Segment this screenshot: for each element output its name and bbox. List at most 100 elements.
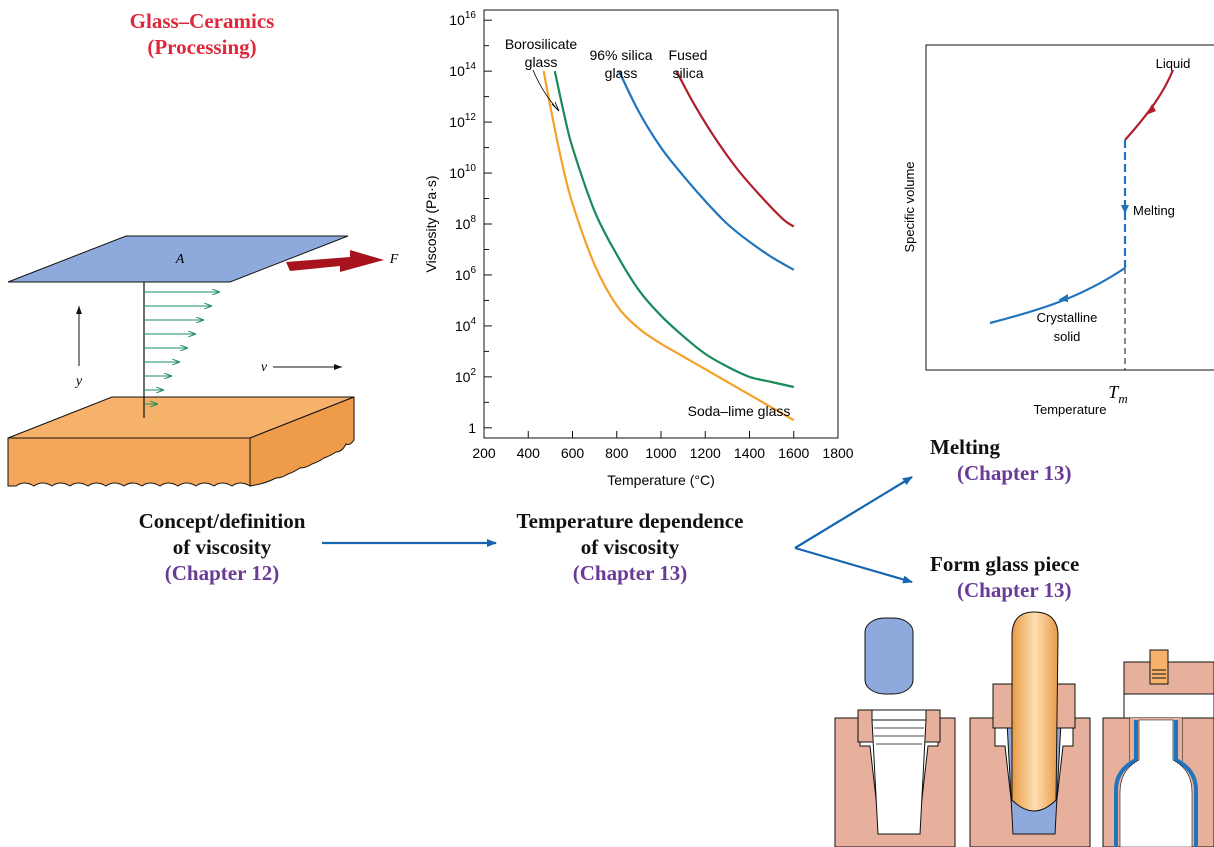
- y-tick-exponent: 6: [470, 265, 476, 276]
- glass-gob: [864, 617, 914, 695]
- series-line-2: [618, 70, 795, 271]
- y-tick-label: 108: [455, 214, 477, 232]
- diagram-title: Glass–Ceramics (Processing): [92, 8, 312, 60]
- forming-stage-3: [1102, 649, 1214, 847]
- v-label: v: [261, 360, 268, 375]
- x-tick-label: 1800: [822, 445, 853, 461]
- y-tick-label: 106: [455, 265, 477, 283]
- y-tick-base: 10: [449, 63, 465, 79]
- label-silica96-2: glass: [605, 65, 638, 81]
- velocity-profile: [144, 292, 220, 404]
- y-tick-base: 1: [468, 420, 476, 436]
- x-axis-label: Temperature (°C): [607, 472, 715, 488]
- blow-head: [1123, 661, 1214, 695]
- plot-frame: [925, 44, 1214, 371]
- node-line-1: Form glass piece: [930, 552, 1080, 576]
- mold-cavity: [871, 719, 927, 835]
- label-fused-1: Fused: [669, 47, 708, 63]
- y-tick-exponent: 14: [465, 61, 477, 72]
- node-line-1: Melting: [930, 435, 1000, 459]
- plunger: [1011, 611, 1059, 812]
- series-group: [542, 70, 795, 422]
- y-tick-base: 10: [449, 114, 465, 130]
- specific-volume-chart: Specific volume Temperature Tm Liquid Me…: [902, 44, 1214, 417]
- glass-forming-sequence: [834, 611, 1214, 847]
- y-tick-exponent: 16: [465, 10, 477, 21]
- y-tick-base: 10: [449, 12, 465, 28]
- node-line-2: of viscosity: [172, 535, 272, 559]
- node-line-2: of viscosity: [580, 535, 680, 559]
- tm-sub: m: [1118, 391, 1127, 406]
- base-block-side: [249, 396, 355, 487]
- node-temp-dependence: Temperature dependence of viscosity (Cha…: [500, 508, 760, 586]
- y-tick-exponent: 12: [465, 112, 477, 123]
- node-line-1: Concept/definition: [138, 509, 306, 533]
- bottle-interior: [1119, 719, 1193, 847]
- node-form-glass: Form glass piece (Chapter 13): [930, 551, 1079, 603]
- blow-tube-lines: [1152, 669, 1166, 679]
- solid-arrowhead: [1058, 294, 1068, 302]
- forming-stage-1: [834, 617, 956, 847]
- solid-label-1: Crystalline: [1037, 310, 1098, 325]
- y-tick-exponent: 10: [465, 163, 477, 174]
- arrow-temp-to-melting: [794, 476, 913, 549]
- arrow-temp-to-form: [794, 546, 913, 584]
- borosilicate-leader-head: [551, 101, 560, 112]
- x-tick-label: 1200: [690, 445, 721, 461]
- y-tick-base: 10: [455, 267, 471, 283]
- force-label: F: [389, 252, 399, 267]
- title-line-1: Glass–Ceramics: [129, 9, 275, 33]
- plunger-highlight: [1029, 620, 1041, 795]
- melting-arrowhead: [1121, 205, 1129, 214]
- label-fused-2: silica: [672, 65, 703, 81]
- y-tick-label: 102: [455, 367, 477, 385]
- melting-label: Melting: [1133, 203, 1175, 218]
- node-line-1: Temperature dependence: [516, 509, 744, 533]
- blow-tube: [1149, 649, 1169, 685]
- x-tick-label: 400: [517, 445, 541, 461]
- y-label: y: [74, 374, 83, 389]
- y-tick-base: 10: [455, 216, 471, 232]
- mold-insert: [871, 709, 927, 721]
- y-tick-label: 104: [455, 316, 477, 334]
- liquid-label: Liquid: [1156, 56, 1191, 71]
- series-line-3: [675, 70, 795, 228]
- chapter-label: (Chapter 13): [957, 461, 1072, 485]
- y-axis-label: Viscosity (Pa·s): [423, 176, 439, 273]
- series-line-1: [553, 70, 795, 389]
- y-axis-label: Specific volume: [902, 161, 917, 252]
- x-tick-label: 600: [561, 445, 585, 461]
- tm-base: T: [1108, 382, 1120, 402]
- x-tick-label: 1600: [778, 445, 809, 461]
- mold-body: [834, 717, 956, 847]
- mold-body: [969, 717, 1091, 847]
- liquid-arrowhead: [1146, 104, 1156, 115]
- y-tick-label: 1: [468, 420, 476, 436]
- chapter-label: (Chapter 13): [572, 561, 688, 585]
- bottle-wall: [1114, 720, 1198, 847]
- base-block-front: [7, 437, 251, 487]
- y-tick-label: 1014: [449, 61, 476, 79]
- label-silica96-1: 96% silica: [589, 47, 652, 63]
- x-tick-label: 800: [605, 445, 629, 461]
- thread-marks: [874, 727, 924, 745]
- y-tick-exponent: 2: [470, 367, 476, 378]
- chapter-label: (Chapter 13): [957, 578, 1072, 602]
- series-line-0: [542, 70, 795, 422]
- y-tick-exponent: 8: [470, 214, 476, 225]
- y-tick-label: 1012: [449, 112, 476, 130]
- forming-stage-2: [969, 611, 1091, 847]
- y-tick-label: 1010: [449, 163, 476, 181]
- y-tick-base: 10: [449, 165, 465, 181]
- neck-ring: [1123, 693, 1214, 719]
- y-tick-label: 1016: [449, 10, 476, 28]
- viscosity-sketch: A F y v: [7, 235, 399, 487]
- label-borosilicate-1: Borosilicate: [505, 36, 578, 52]
- x-tick-label: 1400: [734, 445, 765, 461]
- top-plate: [7, 235, 349, 283]
- solid-curve: [989, 267, 1126, 325]
